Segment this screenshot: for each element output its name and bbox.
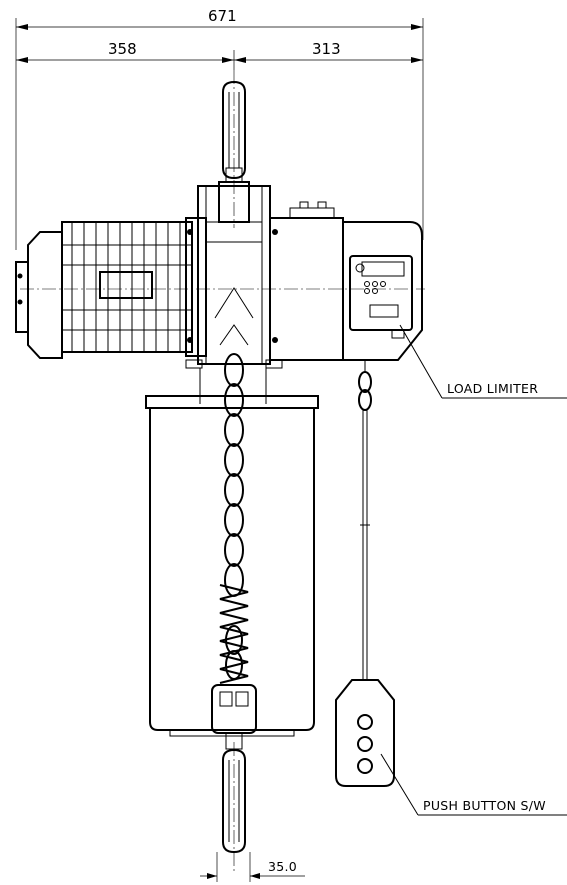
chain-spring	[219, 584, 249, 684]
chain-bucket	[145, 368, 319, 737]
load-limiter-display	[349, 255, 413, 331]
dim-left-width: 358	[108, 40, 137, 58]
dim-overall-width: 671	[208, 7, 237, 25]
bottom-hook	[222, 732, 246, 872]
dim-right-width: 313	[312, 40, 341, 58]
load-limiter-label: LOAD LIMITER	[447, 381, 538, 396]
motor	[15, 217, 425, 359]
chain-dimension	[200, 852, 305, 882]
gearbox	[270, 201, 423, 361]
load-chain	[211, 353, 257, 734]
callout-leaders	[380, 324, 567, 816]
dim-chain-width: 35.0	[268, 859, 297, 874]
pendant-assembly	[335, 360, 395, 787]
push-button-label: PUSH BUTTON S/W	[423, 798, 546, 813]
dimension-lines	[15, 18, 424, 250]
top-hook	[218, 70, 250, 228]
push-button-switch	[357, 714, 373, 774]
motor-fins	[62, 222, 192, 352]
